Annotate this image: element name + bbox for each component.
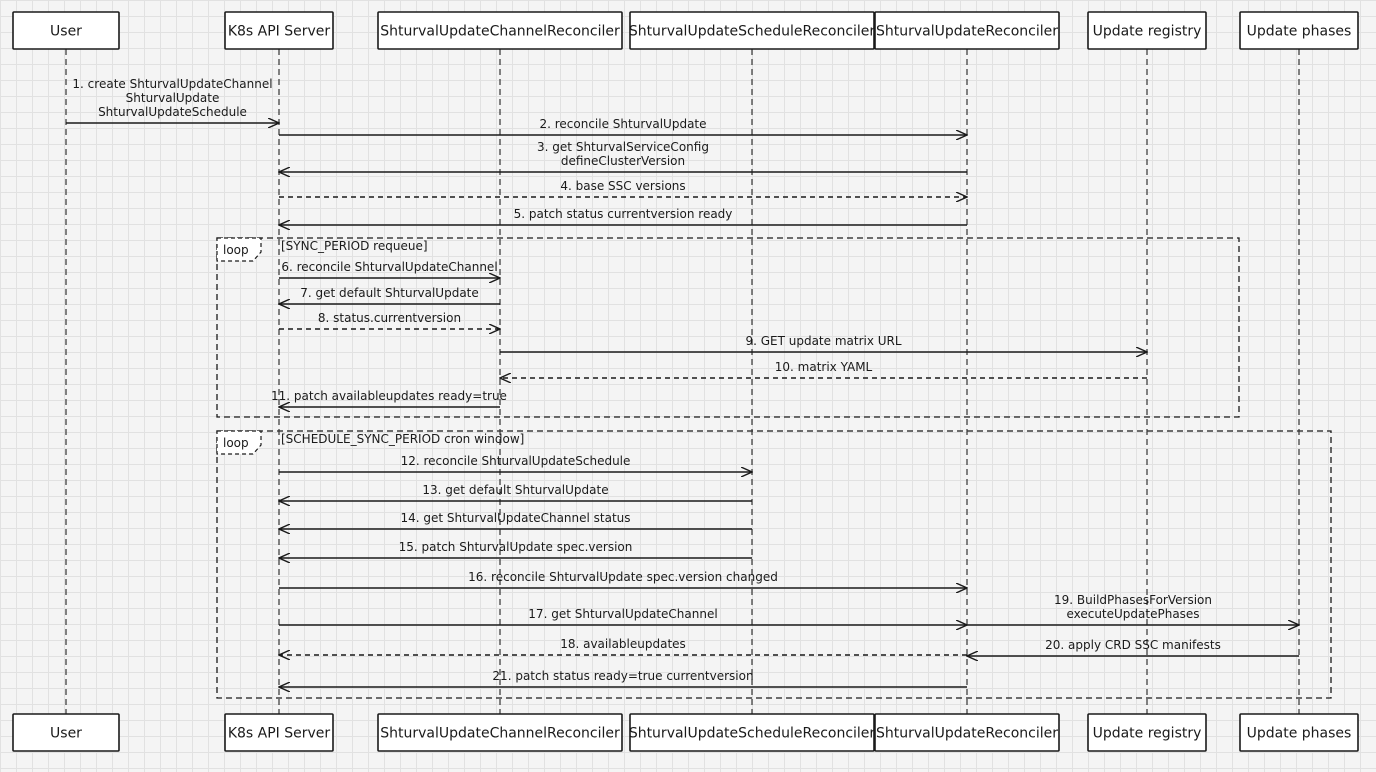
participant-api-bottom: K8s API Server <box>224 713 334 752</box>
participant-label: Update phases <box>1247 24 1352 40</box>
participant-reg-top: Update registry <box>1087 11 1207 50</box>
message-5: 5. patch status currentversion ready <box>279 207 967 225</box>
participant-label: ShturvalUpdateScheduleReconciler <box>629 726 876 742</box>
message-label: 6. reconcile ShturvalUpdateChannel <box>281 260 497 274</box>
message-label: 21. patch status ready=true currentversi… <box>492 669 753 683</box>
message-14: 14. get ShturvalUpdateChannel status <box>279 511 752 529</box>
message-4: 4. base SSC versions <box>279 179 967 197</box>
message-3: 3. get ShturvalServiceConfigdefineCluste… <box>279 140 967 172</box>
message-label: 5. patch status currentversion ready <box>514 207 733 221</box>
participant-reg-bottom: Update registry <box>1087 713 1207 752</box>
message-10: 10. matrix YAML <box>500 360 1147 378</box>
participant-label: User <box>50 24 82 40</box>
participant-user-bottom: User <box>12 713 120 752</box>
message-label: 4. base SSC versions <box>560 179 685 193</box>
message-label: 14. get ShturvalUpdateChannel status <box>400 511 630 525</box>
message-21: 21. patch status ready=true currentversi… <box>279 669 967 687</box>
participant-label: Update registry <box>1093 726 1202 742</box>
participant-label: ShturvalUpdateChannelReconciler <box>380 726 620 742</box>
message-label: ShturvalUpdateSchedule <box>98 105 247 119</box>
message-label: executeUpdatePhases <box>1066 607 1199 621</box>
participant-chan-top: ShturvalUpdateChannelReconciler <box>377 11 623 50</box>
participant-upd-top: ShturvalUpdateReconciler <box>874 11 1060 50</box>
message-label: 10. matrix YAML <box>775 360 873 374</box>
participant-label: User <box>50 726 82 742</box>
participant-api-top: K8s API Server <box>224 11 334 50</box>
loop-frame-1: loop [SYNC_PERIOD requeue] <box>216 237 1240 418</box>
message-label: 20. apply CRD SSC manifests <box>1045 638 1221 652</box>
message-label: 3. get ShturvalServiceConfig <box>537 140 709 154</box>
participant-label: ShturvalUpdateChannelReconciler <box>380 24 620 40</box>
message-16: 16. reconcile ShturvalUpdate spec.versio… <box>279 570 967 588</box>
message-13: 13. get default ShturvalUpdate <box>279 483 752 501</box>
message-11: 11. patch availableupdates ready=true <box>271 389 507 407</box>
participant-label: Update phases <box>1247 726 1352 742</box>
loop-condition: [SYNC_PERIOD requeue] <box>281 239 428 253</box>
loop-keyword: loop <box>223 243 249 257</box>
participant-label: K8s API Server <box>228 24 331 40</box>
participant-label: Update registry <box>1093 24 1202 40</box>
message-label: 2. reconcile ShturvalUpdate <box>539 117 706 131</box>
participant-sched-bottom: ShturvalUpdateScheduleReconciler <box>629 713 876 752</box>
participant-upd-bottom: ShturvalUpdateReconciler <box>874 713 1060 752</box>
message-12: 12. reconcile ShturvalUpdateSchedule <box>279 454 752 472</box>
message-label: 9. GET update matrix URL <box>745 334 901 348</box>
message-19: 18. availableupdates <box>279 637 967 655</box>
participant-chan-bottom: ShturvalUpdateChannelReconciler <box>377 713 623 752</box>
message-7: 7. get default ShturvalUpdate <box>279 286 500 304</box>
message-label: 12. reconcile ShturvalUpdateSchedule <box>401 454 631 468</box>
message-label: 15. patch ShturvalUpdate spec.version <box>399 540 633 554</box>
participant-label: ShturvalUpdateReconciler <box>876 726 1058 742</box>
message-8: 8. status.currentversion <box>279 311 500 329</box>
participant-phases-bottom: Update phases <box>1239 713 1359 752</box>
message-label: 19. BuildPhasesForVersion <box>1054 593 1212 607</box>
message-2: 2. reconcile ShturvalUpdate <box>279 117 967 135</box>
message-15: 15. patch ShturvalUpdate spec.version <box>279 540 752 558</box>
loop-keyword: loop <box>223 436 249 450</box>
message-label: 11. patch availableupdates ready=true <box>271 389 507 403</box>
message-label: 13. get default ShturvalUpdate <box>422 483 608 497</box>
participant-label: K8s API Server <box>228 726 331 742</box>
message-6: 6. reconcile ShturvalUpdateChannel <box>279 260 500 278</box>
message-label: 7. get default ShturvalUpdate <box>300 286 479 300</box>
message-17: 17. get ShturvalUpdateChannel <box>279 607 967 625</box>
message-18: 19. BuildPhasesForVersionexecuteUpdatePh… <box>967 593 1299 625</box>
participant-phases-top: Update phases <box>1239 11 1359 50</box>
message-9: 9. GET update matrix URL <box>500 334 1147 352</box>
message-label: 16. reconcile ShturvalUpdate spec.versio… <box>468 570 778 584</box>
message-1: 1. create ShturvalUpdateChannelShturvalU… <box>66 77 279 123</box>
participant-label: ShturvalUpdateScheduleReconciler <box>629 24 876 40</box>
message-20: 20. apply CRD SSC manifests <box>967 638 1299 656</box>
participant-label: ShturvalUpdateReconciler <box>876 24 1058 40</box>
message-label: ShturvalUpdate <box>126 91 220 105</box>
message-label: defineClusterVersion <box>561 154 685 168</box>
message-label: 8. status.currentversion <box>318 311 461 325</box>
participant-user-top: User <box>12 11 120 50</box>
message-label: 1. create ShturvalUpdateChannel <box>72 77 272 91</box>
loop-condition: [SCHEDULE_SYNC_PERIOD cron window] <box>281 432 524 446</box>
participant-sched-top: ShturvalUpdateScheduleReconciler <box>629 11 876 50</box>
message-label: 18. availableupdates <box>560 637 686 651</box>
loop-frame-2: loop [SCHEDULE_SYNC_PERIOD cron window] <box>216 430 1332 699</box>
message-label: 17. get ShturvalUpdateChannel <box>528 607 717 621</box>
